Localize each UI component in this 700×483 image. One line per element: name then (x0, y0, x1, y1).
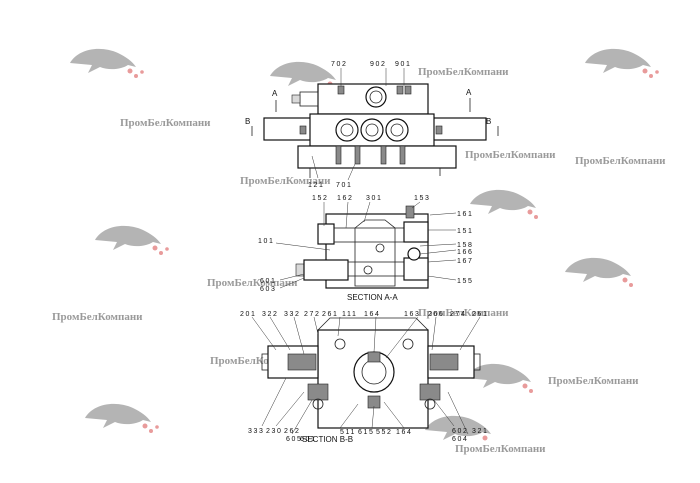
left-fitting-cap (291, 94, 301, 104)
part-label: 121 (308, 182, 324, 189)
logo-mark (425, 415, 491, 441)
part-label: 601 (260, 278, 276, 285)
logo-mark (470, 189, 538, 219)
part-label: 601 (300, 436, 316, 443)
logo-mark (465, 363, 533, 393)
logo-mark (85, 403, 159, 433)
watermark-text: ПромБелКомпани (52, 311, 143, 323)
section-aa-view: 152 162 301 153 161 151 101 158 166 167 … (258, 195, 473, 302)
part-label: 321 (472, 428, 488, 435)
logo-mark (565, 257, 633, 287)
part-label: 163 (404, 311, 420, 318)
part-label: 161 (457, 211, 473, 218)
watermark-text: ПромБелКомпани (548, 375, 639, 387)
part-label: 261 (322, 311, 338, 318)
section-title: SECTION B-B (302, 435, 353, 444)
upper-port (365, 86, 387, 108)
watermark-text: ПромБелКомпани (455, 443, 546, 455)
part-label: 603 (260, 286, 276, 293)
part-label: 332 (284, 311, 300, 318)
watermark-logos (70, 48, 659, 441)
part-label: 702 (331, 61, 347, 68)
part-label: 902 (370, 61, 386, 68)
watermark-text: ПромБелКомпани (418, 307, 509, 319)
part-label: 164 (364, 311, 380, 318)
part-label: 201 (240, 311, 256, 318)
part-label: 301 (366, 195, 382, 202)
part-label: 167 (457, 258, 473, 265)
watermark-text: ПромБелКомпани (418, 66, 509, 78)
watermark-text: ПромБелКомпани (120, 117, 211, 129)
part-label: 164 (396, 429, 412, 436)
part-label: 615 (358, 429, 374, 436)
logo-mark (585, 48, 659, 78)
part-label: 272 (304, 311, 320, 318)
part-label: 152 (312, 195, 328, 202)
watermark-text: ПромБелКомпани (240, 175, 331, 187)
valve-base-plate (297, 145, 457, 169)
logo-mark (95, 225, 169, 255)
logo-mark (70, 48, 144, 78)
part-label: 604 (452, 436, 468, 443)
part-label: 266 (428, 311, 444, 318)
part-label: 111 (342, 311, 357, 318)
watermark-text: ПромБелКомпани (465, 149, 556, 161)
part-label: 153 (414, 195, 430, 202)
section-marker-b-right: B (486, 117, 491, 126)
part-label: 901 (395, 61, 411, 68)
part-label: 158 (457, 242, 473, 249)
part-label: 151 (457, 228, 473, 235)
watermark-text: ПромБелКомпани (575, 155, 666, 167)
part-label: 511 (340, 429, 356, 436)
part-label: 262 (284, 428, 300, 435)
section-marker-b-left: B (245, 117, 250, 126)
part-label: 162 (337, 195, 353, 202)
part-label: 602 (452, 428, 468, 435)
bolts (335, 145, 406, 165)
part-label: 155 (457, 278, 473, 285)
part-label: 322 (262, 311, 278, 318)
part-label: 101 (258, 238, 274, 245)
part-label: 261 (472, 311, 488, 318)
section-bb-view: 201 322 332 272 261 111 164 163 266 274 … (240, 311, 488, 444)
section-title: SECTION A-A (347, 293, 398, 302)
part-label: 230 (266, 428, 282, 435)
section-marker-a-left: A (272, 89, 278, 98)
part-label: 605 (286, 436, 302, 443)
part-label: 701 (336, 182, 352, 189)
part-label: 166 (457, 249, 473, 256)
part-label: 333 (248, 428, 264, 435)
part-label: 552 (376, 429, 392, 436)
watermark-text: ПромБелКомпани (207, 277, 298, 289)
top-view: A A B B 702 902 901 121 701 (245, 61, 499, 189)
part-label: 274 (450, 311, 466, 318)
left-fitting (299, 91, 319, 107)
section-marker-a-right: A (466, 88, 472, 97)
